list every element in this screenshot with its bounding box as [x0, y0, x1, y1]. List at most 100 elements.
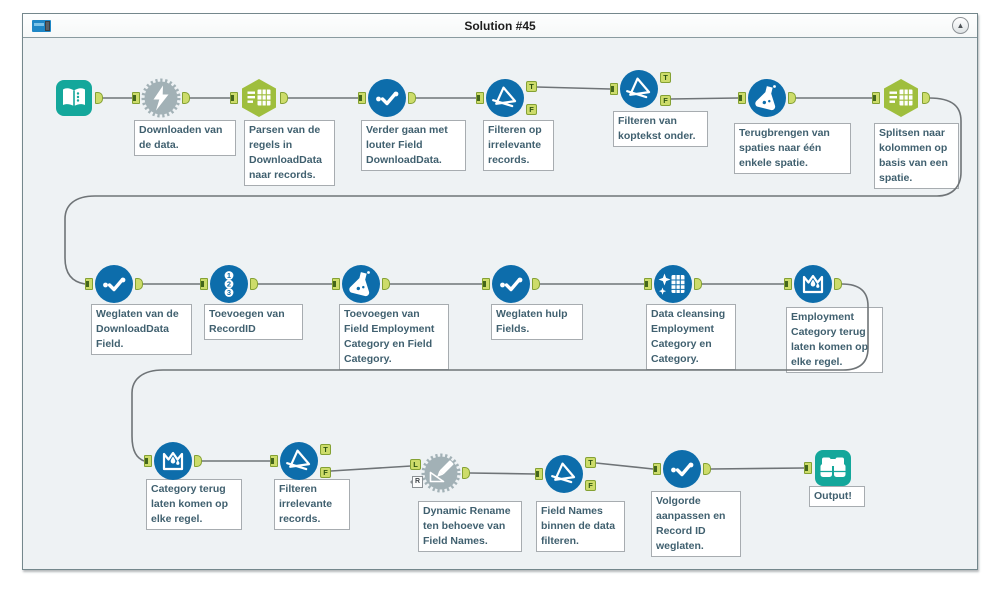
output-anchor[interactable]: [250, 278, 258, 290]
tool-filter[interactable]: [485, 78, 525, 118]
output-anchor[interactable]: [280, 92, 288, 104]
tool-annotation[interactable]: Employment Category terug laten komen op…: [786, 307, 883, 373]
tool-annotation[interactable]: Toevoegen van Field Employment Category …: [339, 304, 449, 370]
tool-text-to-columns[interactable]: [881, 78, 921, 118]
input-anchor[interactable]: [85, 278, 93, 290]
tool-formula[interactable]: [341, 264, 381, 304]
tool-text-input[interactable]: [54, 78, 94, 118]
output-anchor[interactable]: [95, 92, 103, 104]
left-input-anchor[interactable]: L: [410, 459, 421, 470]
input-anchor[interactable]: [132, 92, 140, 104]
connection-wire[interactable]: [64, 97, 962, 285]
window-titlebar: Solution #45 ▲: [23, 14, 977, 38]
input-anchor[interactable]: [872, 92, 880, 104]
input-anchor[interactable]: [610, 83, 618, 95]
input-anchor[interactable]: [738, 92, 746, 104]
input-anchor[interactable]: [476, 92, 484, 104]
input-anchor[interactable]: [644, 278, 652, 290]
true-output-anchor[interactable]: T: [660, 72, 671, 83]
text-input-icon: [56, 80, 92, 116]
tool-data-cleansing[interactable]: [653, 264, 693, 304]
tool-annotation[interactable]: Downloaden van de data.: [134, 120, 236, 156]
workflow-window: Solution #45 ▲ Downloaden van de data.Pa…: [22, 13, 978, 570]
connection-wire[interactable]: [330, 465, 412, 472]
select-icon: [663, 450, 701, 488]
tool-annotation[interactable]: Filteren van koptekst onder.: [613, 111, 708, 147]
input-anchor[interactable]: [653, 463, 661, 475]
tool-filter[interactable]: [544, 454, 584, 494]
tool-annotation[interactable]: Volgorde aanpassen en Record ID weglaten…: [651, 491, 741, 557]
output-anchor[interactable]: [788, 92, 796, 104]
output-anchor[interactable]: [922, 92, 930, 104]
right-input-marker[interactable]: R: [410, 476, 423, 488]
input-anchor[interactable]: [144, 455, 152, 467]
filter-icon: [280, 442, 318, 480]
true-output-anchor[interactable]: T: [320, 444, 331, 455]
connection-wire[interactable]: [131, 283, 869, 462]
output-anchor[interactable]: [462, 467, 470, 479]
tool-annotation[interactable]: Toevoegen van RecordID: [204, 304, 303, 340]
workflow-module-icon: [32, 20, 51, 32]
tool-download[interactable]: [141, 78, 181, 118]
true-output-anchor[interactable]: T: [526, 81, 537, 92]
input-anchor[interactable]: [358, 92, 366, 104]
tool-annotation[interactable]: Dynamic Rename ten behoeve van Field Nam…: [418, 501, 522, 552]
tool-annotation[interactable]: Filteren op irrelevante records.: [483, 120, 554, 171]
tool-annotation[interactable]: Splitsen naar kolommen op basis van een …: [874, 123, 959, 189]
tool-select[interactable]: [367, 78, 407, 118]
tool-browse[interactable]: [813, 448, 853, 488]
tool-annotation[interactable]: Output!: [809, 486, 865, 507]
input-anchor[interactable]: [535, 468, 543, 480]
output-anchor[interactable]: [834, 278, 842, 290]
input-anchor[interactable]: [270, 455, 278, 467]
tool-filter[interactable]: [279, 441, 319, 481]
input-anchor[interactable]: [482, 278, 490, 290]
connection-wire[interactable]: [469, 472, 536, 475]
tool-annotation[interactable]: Category terug laten komen op elke regel…: [146, 479, 242, 530]
connection-wire[interactable]: [669, 97, 739, 100]
browse-icon: [815, 450, 851, 486]
tool-multi-row-formula[interactable]: [153, 441, 193, 481]
tool-formula[interactable]: [747, 78, 787, 118]
output-anchor[interactable]: [382, 278, 390, 290]
output-anchor[interactable]: [703, 463, 711, 475]
false-output-anchor[interactable]: F: [660, 95, 671, 106]
tool-annotation[interactable]: Data cleansing Employment Category en Ca…: [646, 304, 736, 370]
output-anchor[interactable]: [532, 278, 540, 290]
false-output-anchor[interactable]: F: [526, 104, 537, 115]
input-anchor[interactable]: [804, 462, 812, 474]
tool-annotation[interactable]: Verder gaan met louter Field DownloadDat…: [361, 120, 466, 171]
connection-wire[interactable]: [595, 462, 654, 470]
output-anchor[interactable]: [135, 278, 143, 290]
tool-filter[interactable]: [619, 69, 659, 109]
input-anchor[interactable]: [230, 92, 238, 104]
false-output-anchor[interactable]: F: [320, 467, 331, 478]
tool-select[interactable]: [94, 264, 134, 304]
true-output-anchor[interactable]: T: [585, 457, 596, 468]
tool-annotation[interactable]: Filteren irrelevante records.: [274, 479, 350, 530]
connection-wire[interactable]: [710, 467, 805, 470]
output-anchor[interactable]: [694, 278, 702, 290]
tool-select[interactable]: [491, 264, 531, 304]
tool-annotation[interactable]: Weglaten hulp Fields.: [491, 304, 583, 340]
input-anchor[interactable]: [784, 278, 792, 290]
tool-select[interactable]: [662, 449, 702, 489]
workflow-canvas[interactable]: Downloaden van de data.Parsen van de reg…: [23, 38, 977, 568]
connection-wire[interactable]: [536, 86, 611, 90]
tool-dynamic-rename[interactable]: [421, 453, 461, 493]
filter-icon: [620, 70, 658, 108]
input-anchor[interactable]: [332, 278, 340, 290]
tool-text-to-columns[interactable]: [239, 78, 279, 118]
tool-annotation[interactable]: Terugbrengen van spaties naar één enkele…: [734, 123, 851, 174]
tool-multi-row-formula[interactable]: [793, 264, 833, 304]
tool-annotation[interactable]: Parsen van de regels in DownloadData naa…: [244, 120, 335, 186]
false-output-anchor[interactable]: F: [585, 480, 596, 491]
tool-annotation[interactable]: Weglaten van de DownloadData Field.: [91, 304, 192, 355]
tool-annotation[interactable]: Field Names binnen de data filteren.: [536, 501, 625, 552]
output-anchor[interactable]: [182, 92, 190, 104]
input-anchor[interactable]: [200, 278, 208, 290]
output-anchor[interactable]: [194, 455, 202, 467]
collapse-button[interactable]: ▲: [952, 17, 969, 34]
output-anchor[interactable]: [408, 92, 416, 104]
